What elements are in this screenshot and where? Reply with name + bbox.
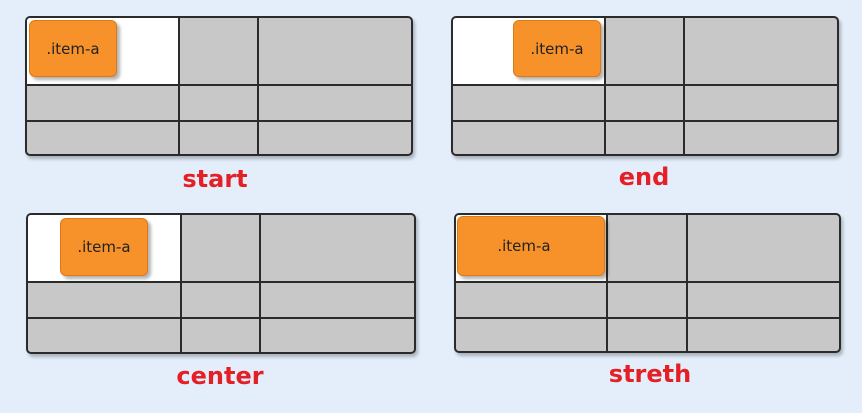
row-divider	[453, 84, 837, 86]
item-a: .item-a	[513, 20, 601, 77]
column-divider	[683, 18, 685, 154]
row-divider	[27, 120, 411, 122]
caption-stretch: streth	[608, 360, 692, 388]
caption-end: end	[618, 163, 670, 191]
column-divider	[686, 215, 688, 351]
row-divider	[28, 281, 414, 283]
column-divider	[178, 18, 180, 154]
column-divider	[180, 215, 182, 352]
row-divider	[28, 317, 414, 319]
caption-start: start	[182, 165, 248, 193]
column-divider	[604, 18, 606, 154]
item-a: .item-a	[60, 218, 148, 276]
column-divider	[259, 215, 261, 352]
row-divider	[453, 120, 837, 122]
caption-center: center	[176, 362, 264, 390]
column-divider	[606, 215, 608, 351]
row-divider	[27, 84, 411, 86]
column-divider	[257, 18, 259, 154]
item-a: .item-a	[29, 20, 117, 77]
row-divider	[456, 281, 839, 283]
item-a: .item-a	[457, 216, 605, 276]
row-divider	[456, 317, 839, 319]
grid-end	[451, 16, 839, 156]
